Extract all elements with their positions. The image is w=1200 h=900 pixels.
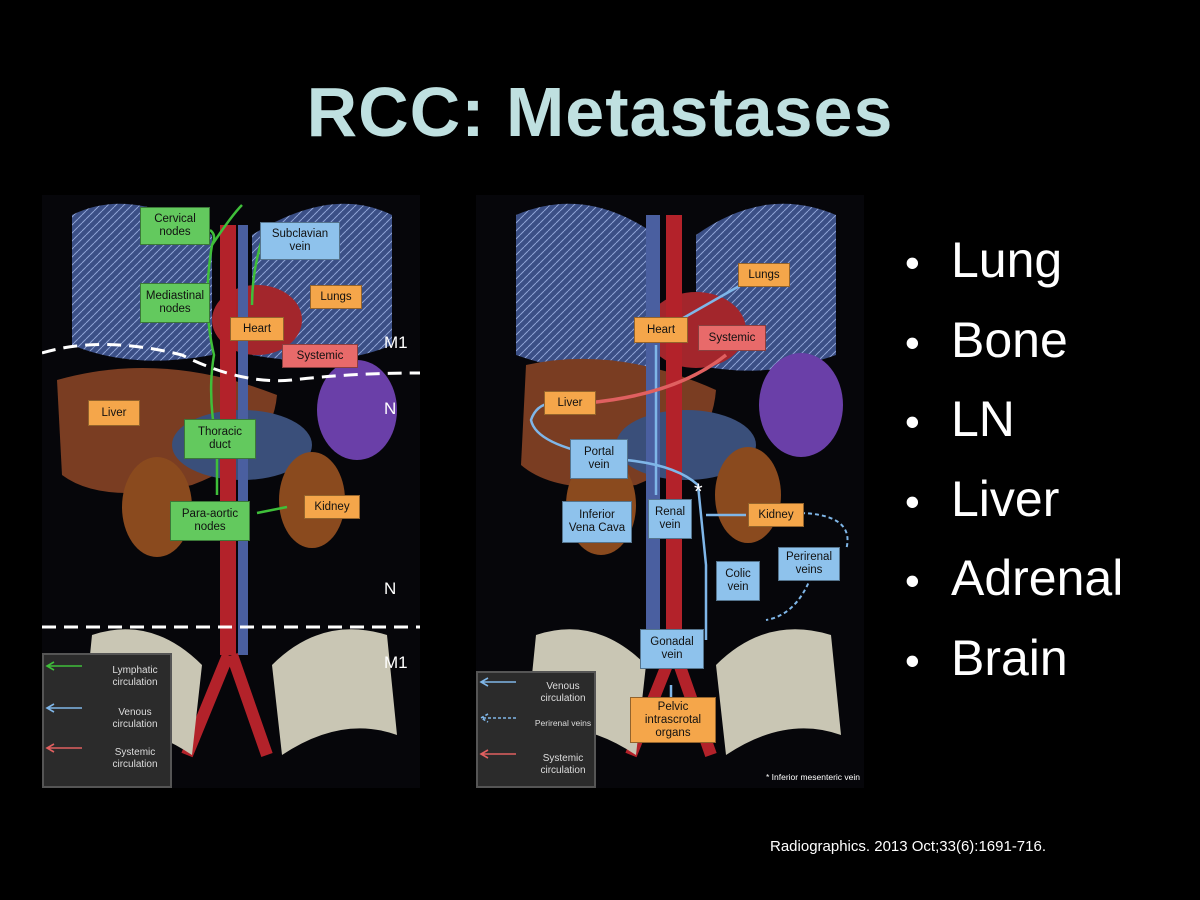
legend-item-systemic: Systemic circulation xyxy=(44,743,170,783)
label-cervical-nodes: Cervical nodes xyxy=(140,207,210,245)
label-liver: Liver xyxy=(88,400,140,426)
label-portal-vein: Portal vein xyxy=(570,439,628,479)
label-mediastinal-nodes: Mediastinal nodes xyxy=(140,283,210,323)
zone-m1-lower: M1 xyxy=(384,653,408,672)
label-gonadal-vein: Gonadal vein xyxy=(640,629,704,669)
asterisk-marker: * xyxy=(694,479,703,504)
label-kidney: Kidney xyxy=(304,495,360,519)
label-systemic: Systemic xyxy=(282,344,358,368)
label-lungs: Lungs xyxy=(310,285,362,309)
label-liver: Liver xyxy=(544,391,596,415)
lymphatic-spread-diagram: Cervical nodes Subclavian vein Mediastin… xyxy=(42,195,420,788)
legend-item-lymphatic: Lymphatic circulation xyxy=(44,661,170,701)
slide-title: RCC: Metastases xyxy=(306,73,894,151)
label-pelvic-intrascrotal-organs: Pelvic intrascrotal organs xyxy=(630,697,716,743)
label-inferior-vena-cava: Inferior Vena Cava xyxy=(562,501,632,543)
bullet-item: •Bone xyxy=(905,311,1068,368)
label-subclavian-vein: Subclavian vein xyxy=(260,222,340,260)
bullet-item: •Liver xyxy=(905,470,1060,527)
legend-left: Lymphatic circulation Venous circulation… xyxy=(42,653,172,788)
label-heart: Heart xyxy=(230,317,284,341)
label-renal-vein: Renal vein xyxy=(648,499,692,539)
zone-n-upper: N xyxy=(384,399,397,418)
legend-item-venous: Venous circulation xyxy=(44,703,170,743)
bullet-item: •LN xyxy=(905,391,1015,447)
zone-m1-upper: M1 xyxy=(384,333,408,352)
bullet-item: •Lung xyxy=(905,232,1063,288)
label-thoracic-duct: Thoracic duct xyxy=(184,419,256,459)
label-kidney: Kidney xyxy=(748,503,804,527)
label-para-aortic-nodes: Para-aortic nodes xyxy=(170,501,250,541)
label-perirenal-veins: Perirenal veins xyxy=(778,547,840,581)
venous-spread-diagram: Lungs Heart Systemic Liver Portal vein I… xyxy=(476,195,864,788)
metastasis-site-list: •Lung •Bone •LN •Liver •Adrenal •Brain xyxy=(905,222,1123,699)
legend-right: Venous circulation Perirenal veins Syste… xyxy=(476,671,596,788)
zone-n-lower: N xyxy=(384,579,397,598)
bullet-item: •Adrenal xyxy=(905,550,1124,606)
citation: Radiographics. 2013 Oct;33(6):1691-716. xyxy=(770,838,1047,855)
legend-item-systemic: Systemic circulation xyxy=(478,749,594,788)
label-lungs: Lungs xyxy=(738,263,790,287)
legend-item-venous: Venous circulation xyxy=(478,677,594,717)
label-colic-vein: Colic vein xyxy=(716,561,760,601)
footnote: * Inferior mesenteric vein xyxy=(765,772,860,782)
label-systemic: Systemic xyxy=(698,325,766,351)
bullet-item: •Brain xyxy=(905,629,1068,686)
legend-item-perirenal: Perirenal veins xyxy=(478,713,594,753)
label-heart: Heart xyxy=(634,317,688,343)
